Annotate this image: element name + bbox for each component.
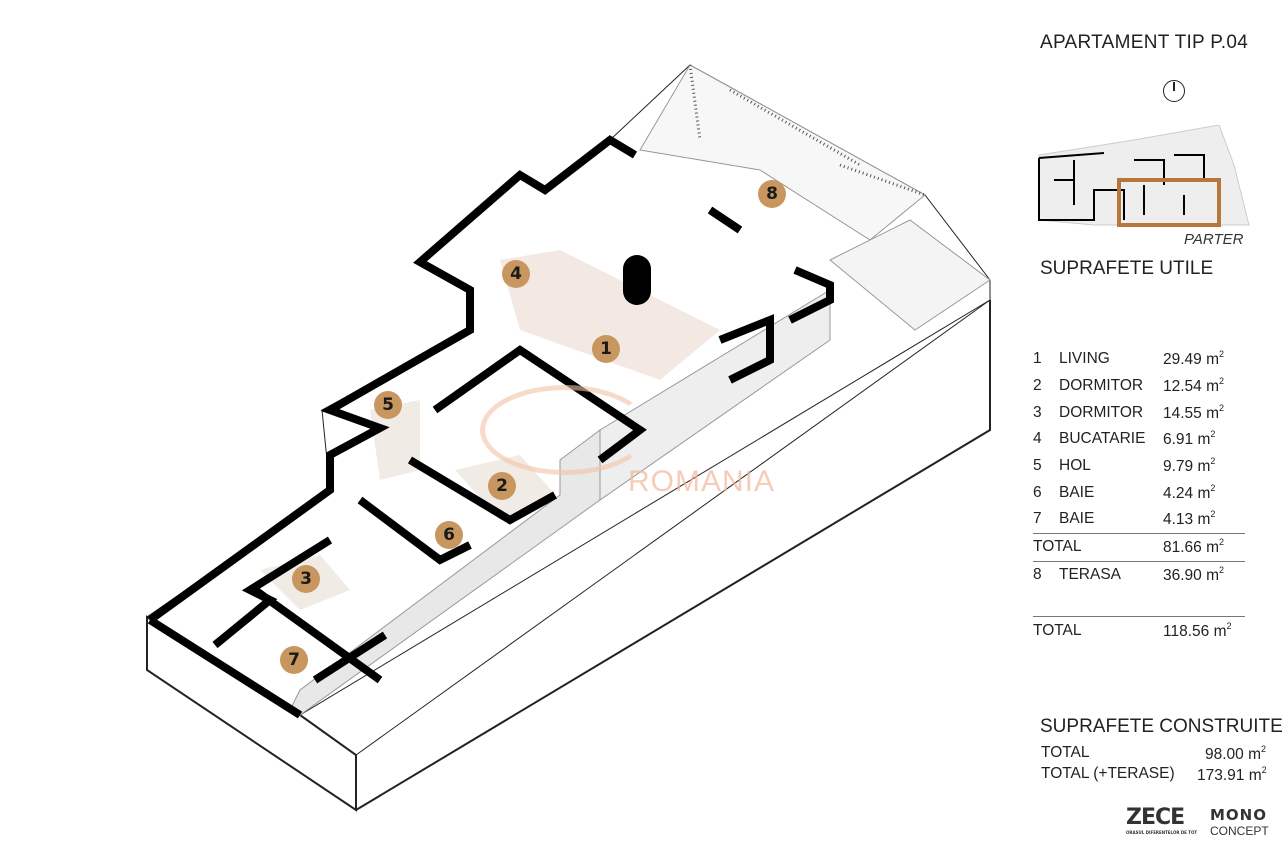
useful-areas-heading: SUPRAFETE UTILE bbox=[1040, 258, 1214, 279]
room-name: BUCATARIE bbox=[1059, 430, 1146, 448]
built-total-terraces-row: TOTAL (+TERASE) 173.91 m2 bbox=[1041, 765, 1267, 784]
room-number: 7 bbox=[1033, 510, 1042, 528]
total-area: 118.56 m2 bbox=[1163, 616, 1245, 644]
room-name: LIVING bbox=[1059, 350, 1110, 368]
room-badge-bucatarie: 4 bbox=[502, 260, 530, 288]
room-badge-living: 1 bbox=[592, 335, 620, 363]
built-total-row: TOTAL 98.00 m2 bbox=[1041, 744, 1266, 763]
room-area: 4.24 m2 bbox=[1163, 482, 1216, 502]
page-title: APARTAMENT TIP P.04 bbox=[1040, 32, 1249, 53]
room-name: DORMITOR bbox=[1059, 403, 1144, 421]
room-name: BAIE bbox=[1059, 483, 1095, 501]
table-row: 3 DORMITOR 14.55 m2 bbox=[1033, 399, 1245, 426]
table-row: 6 BAIE 4.24 m2 bbox=[1033, 479, 1245, 506]
built-areas-heading: SUPRAFETE CONSTRUITE bbox=[1040, 716, 1283, 737]
built-total-terraces-label: TOTAL (+TERASE) bbox=[1041, 765, 1175, 782]
table-row: 2 DORMITOR 12.54 m2 bbox=[1033, 373, 1245, 400]
room-badge-dormitor-2: 2 bbox=[488, 472, 516, 500]
room-number: 4 bbox=[1033, 430, 1042, 448]
column bbox=[623, 255, 651, 305]
room-name: DORMITOR bbox=[1059, 377, 1144, 395]
exterior-wall bbox=[147, 135, 638, 624]
room-name: BAIE bbox=[1059, 510, 1095, 528]
built-total-terraces-area: 173.91 m2 bbox=[1197, 765, 1267, 784]
room-name: HOL bbox=[1059, 457, 1091, 475]
room-area: 9.79 m2 bbox=[1163, 456, 1216, 476]
table-row: 4 BUCATARIE 6.91 m2 bbox=[1033, 426, 1245, 453]
room-area: 14.55 m2 bbox=[1163, 402, 1225, 422]
room-badge-baie-7: 7 bbox=[280, 646, 308, 674]
room-badge-dormitor-3: 3 bbox=[292, 565, 320, 593]
table-row: 1 LIVING 29.49 m2 bbox=[1033, 346, 1245, 373]
room-area: 29.49 m2 bbox=[1163, 349, 1225, 369]
room-number: 5 bbox=[1033, 457, 1042, 475]
watermark-ring bbox=[480, 385, 650, 475]
room-area: 36.90 m2 bbox=[1163, 560, 1245, 589]
room-area: 4.13 m2 bbox=[1163, 509, 1216, 529]
room-number: 1 bbox=[1033, 350, 1042, 368]
total-label: TOTAL bbox=[1033, 616, 1163, 644]
room-number: 8 bbox=[1033, 560, 1059, 589]
room-badge-baie-6: 6 bbox=[435, 521, 463, 549]
key-plan-level-label: PARTER bbox=[1184, 231, 1244, 248]
terrace bbox=[639, 64, 926, 241]
apartment-highlight bbox=[1117, 178, 1221, 227]
built-total-label: TOTAL bbox=[1041, 744, 1090, 761]
key-plan bbox=[1038, 125, 1250, 227]
built-total-area: 98.00 m2 bbox=[1205, 744, 1267, 763]
room-number: 2 bbox=[1033, 377, 1042, 395]
room-number: 3 bbox=[1033, 403, 1042, 421]
room-badge-terasa: 8 bbox=[758, 180, 786, 208]
table-row: 5 HOL 9.79 m2 bbox=[1033, 453, 1245, 480]
room-area: 6.91 m2 bbox=[1163, 429, 1216, 449]
room-area: 12.54 m2 bbox=[1163, 376, 1225, 396]
room-badge-hol: 5 bbox=[374, 391, 402, 419]
watermark: ROMANIA bbox=[628, 465, 776, 498]
room-name: TERASA bbox=[1059, 560, 1163, 589]
subtotal-label: TOTAL bbox=[1033, 532, 1163, 561]
subtotal-area: 81.66 m2 bbox=[1163, 532, 1245, 561]
north-arrow-icon bbox=[1163, 80, 1185, 102]
room-number: 6 bbox=[1033, 483, 1042, 501]
table-row: 7 BAIE 4.13 m2 bbox=[1033, 506, 1245, 533]
